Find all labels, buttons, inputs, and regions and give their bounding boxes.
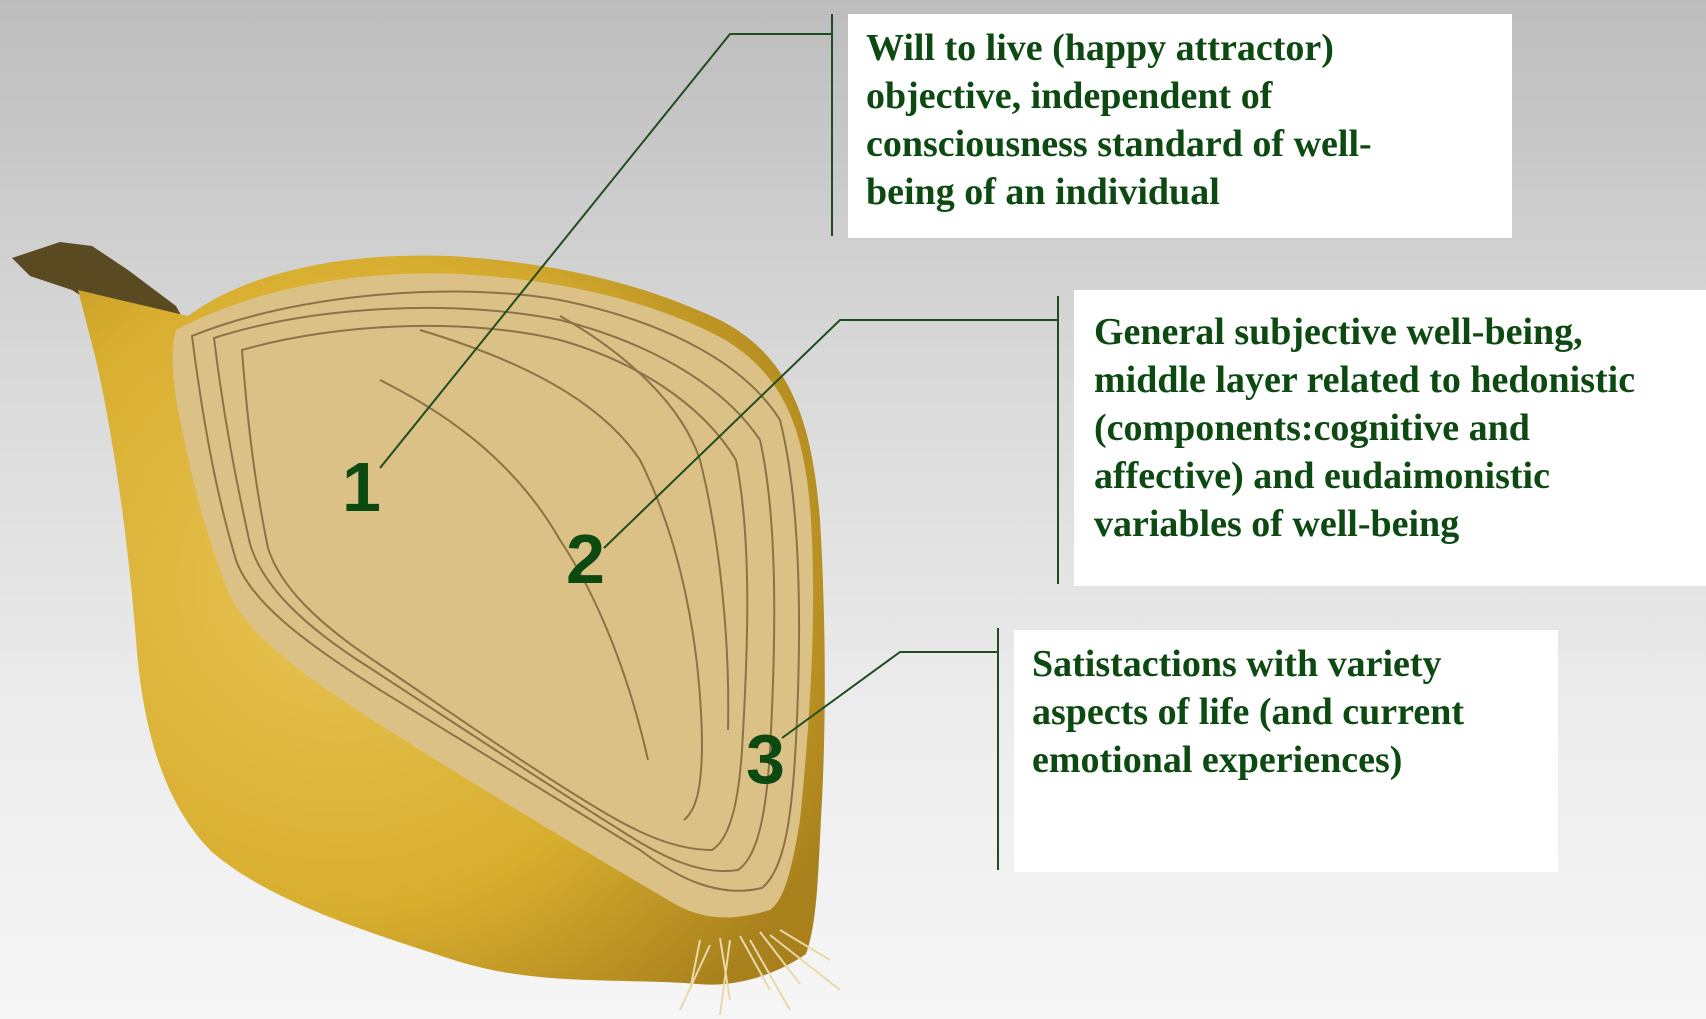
callout-1-text-line: Will to live (happy attractor) (866, 24, 1512, 72)
callout-layer-3: Satistactions with variety aspects of li… (1014, 630, 1558, 872)
callout-2-text-line: General subjective well-being, (1094, 308, 1706, 356)
onion-illustration (12, 242, 840, 1015)
layer-number-1: 1 (342, 452, 381, 522)
callout-1-text-line: consciousness standard of well- (866, 120, 1512, 168)
callout-2-text-line: (components:cognitive and (1094, 404, 1706, 452)
callout-3-text-line: aspects of life (and current (1032, 688, 1558, 736)
callout-layer-2: General subjective well-being, middle la… (1074, 290, 1706, 586)
callout-3-text-line: Satistactions with variety (1032, 640, 1558, 688)
callout-1-text-line: objective, independent of (866, 72, 1512, 120)
callout-2-text-line: affective) and eudaimonistic (1094, 452, 1706, 500)
callout-layer-1: Will to live (happy attractor) objective… (848, 14, 1512, 238)
callout-3-text-line: emotional experiences) (1032, 736, 1558, 784)
layer-number-3: 3 (746, 724, 785, 794)
layer-number-2: 2 (566, 524, 605, 594)
callout-2-text-line: middle layer related to hedonistic (1094, 356, 1706, 404)
callout-2-text-line: variables of well-being (1094, 500, 1706, 548)
callout-1-text-line: being of an individual (866, 168, 1512, 216)
